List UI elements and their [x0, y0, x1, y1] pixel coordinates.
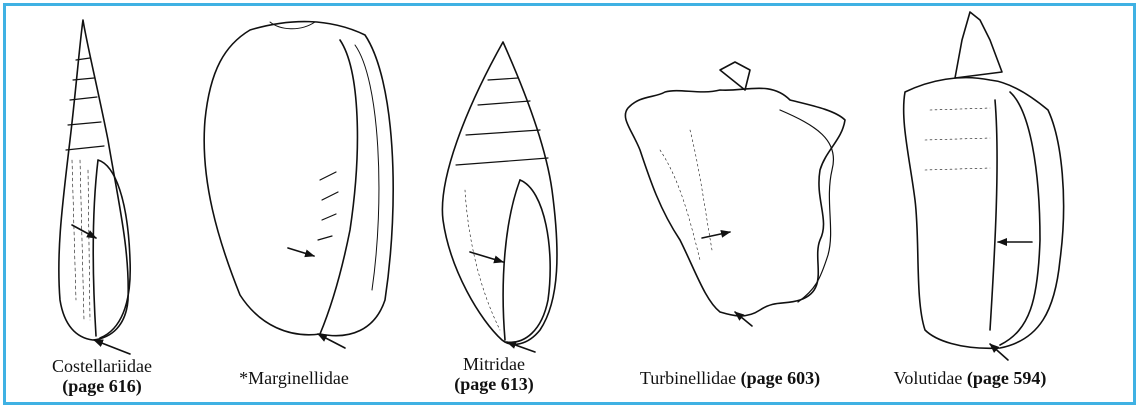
- family-name: Turbinellidae: [640, 368, 736, 388]
- caption-turbinellidae: Turbinellidae (page 603): [630, 368, 830, 388]
- page-reference: (page 613): [434, 374, 554, 394]
- caption-volutidae: Volutidae (page 594): [880, 368, 1060, 388]
- page-reference: (page 603): [741, 368, 821, 388]
- shell-marginellidae: [204, 22, 393, 348]
- page-reference: (page 594): [967, 368, 1047, 388]
- caption-marginellidae: *Marginellidae: [224, 368, 364, 388]
- family-name: *Marginellidae: [239, 368, 349, 388]
- family-name: Costellariidae: [52, 356, 152, 376]
- shell-mitridae: [442, 42, 557, 352]
- caption-mitridae: Mitridae (page 613): [434, 354, 554, 394]
- page-reference: (page 616): [42, 376, 162, 396]
- shell-costellariidae: [59, 20, 130, 354]
- caption-costellariidae: Costellariidae (page 616): [42, 356, 162, 396]
- shell-volutidae: [904, 12, 1064, 360]
- family-name: Mitridae: [463, 354, 525, 374]
- shell-turbinellidae: [625, 62, 845, 326]
- family-name: Volutidae: [894, 368, 963, 388]
